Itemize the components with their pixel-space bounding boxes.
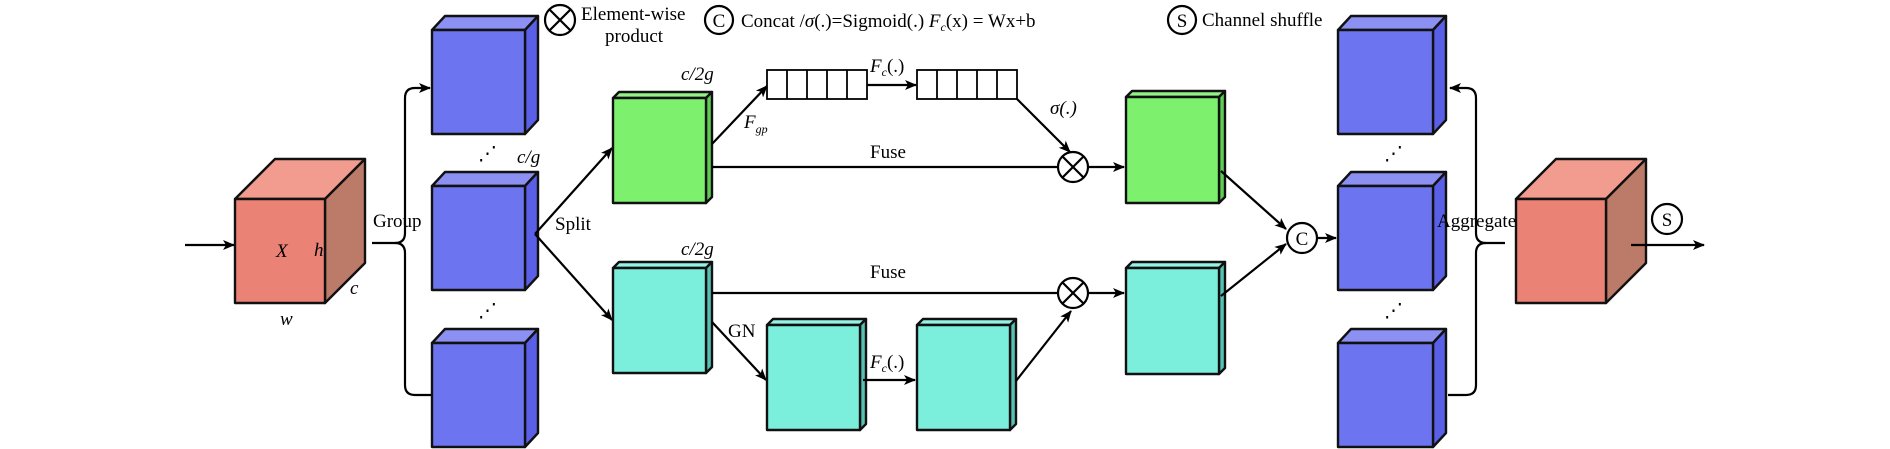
svg-text:C: C [713, 11, 726, 32]
channel-shuffle-icon: S [1662, 210, 1673, 231]
cyan-feature-block [611, 260, 714, 375]
fgp-arrow [711, 85, 768, 145]
concat-arrow-bottom [1220, 243, 1287, 297]
sigma-top-label: σ(.) [1050, 98, 1077, 119]
fc-top-label: Fc(.) [869, 56, 904, 79]
group-cube-top [430, 14, 540, 136]
aggregate-cube-middle [1336, 170, 1448, 292]
input-w-label: w [280, 309, 293, 330]
input-x-label: X [275, 241, 289, 262]
element-wise-product-icon [1056, 150, 1090, 184]
fgp-label: Fgp [743, 112, 768, 136]
ellipsis-icon: ⋰ [1384, 301, 1403, 322]
channel-vector-1 [766, 69, 868, 100]
aggregate-cube-bottom [1336, 327, 1448, 449]
fc-bottom-label: Fc(.) [869, 352, 904, 375]
output-cube [1514, 157, 1648, 305]
gn-label: GN [728, 321, 756, 342]
svg-text:S: S [1177, 11, 1188, 32]
ellipsis-icon: ⋰ [478, 301, 497, 322]
green-output-block [1124, 89, 1227, 205]
concat-node: C [1285, 221, 1319, 255]
legend-shuffle: S Channel shuffle [1166, 4, 1323, 36]
cyan-output-block [1124, 260, 1227, 376]
split-arrow-bottom [534, 233, 613, 321]
element-wise-product-icon [543, 3, 577, 37]
sigma-top-arrow [1016, 98, 1071, 153]
aggregate-brace [1448, 83, 1505, 397]
legend-concat: C Concat /σ(.)=Sigmoid(.) Fc(x) = Wx+b [703, 4, 1036, 36]
channel-vector-2 [916, 69, 1018, 100]
sigma-bottom-arrow [1015, 310, 1072, 382]
concat-arrow-top [1220, 170, 1287, 230]
legend-shuffle-label: Channel shuffle [1202, 10, 1323, 31]
group-brace [372, 83, 432, 397]
concat-icon: C [703, 4, 735, 36]
split-arrow-top [534, 147, 613, 235]
split-label: Split [555, 214, 592, 235]
legend-product-label-2: product [605, 26, 664, 47]
element-wise-product-icon [1056, 276, 1090, 310]
fuse-top-label: Fuse [870, 142, 906, 163]
shuffle-node: S [1650, 202, 1684, 236]
fuse-bottom-label: Fuse [870, 262, 906, 283]
fc-block [915, 317, 1018, 432]
input-c-label: c [350, 278, 359, 299]
legend-product-label-1: Element-wise [581, 4, 685, 25]
legend-concat-label: Concat /σ(.)=Sigmoid(.) Fc(x) = Wx+b [741, 11, 1036, 34]
group-label: Group [373, 211, 422, 232]
aggregate-cube-top [1336, 14, 1448, 136]
legend: Element-wise product C Concat /σ(.)=Sigm… [543, 3, 1323, 47]
green-feature-block [611, 90, 714, 205]
group-cube-bottom [430, 327, 540, 449]
gn-block [765, 317, 868, 432]
ellipsis-icon: ⋰ [478, 144, 497, 165]
c2g-bottom-label: c/2g [681, 239, 714, 260]
group-cube-middle [430, 170, 540, 292]
cg-label: c/g [517, 147, 540, 168]
gn-arrow [711, 321, 767, 381]
ellipsis-icon: ⋰ [1384, 144, 1403, 165]
aggregate-label: Aggregate [1437, 211, 1516, 232]
c2g-top-label: c/2g [681, 64, 714, 85]
input-h-label: h [314, 240, 324, 261]
channel-shuffle-icon: S [1166, 4, 1198, 36]
concat-icon: C [1296, 229, 1309, 250]
input-cube [233, 157, 367, 305]
legend-product: Element-wise product [543, 3, 685, 47]
